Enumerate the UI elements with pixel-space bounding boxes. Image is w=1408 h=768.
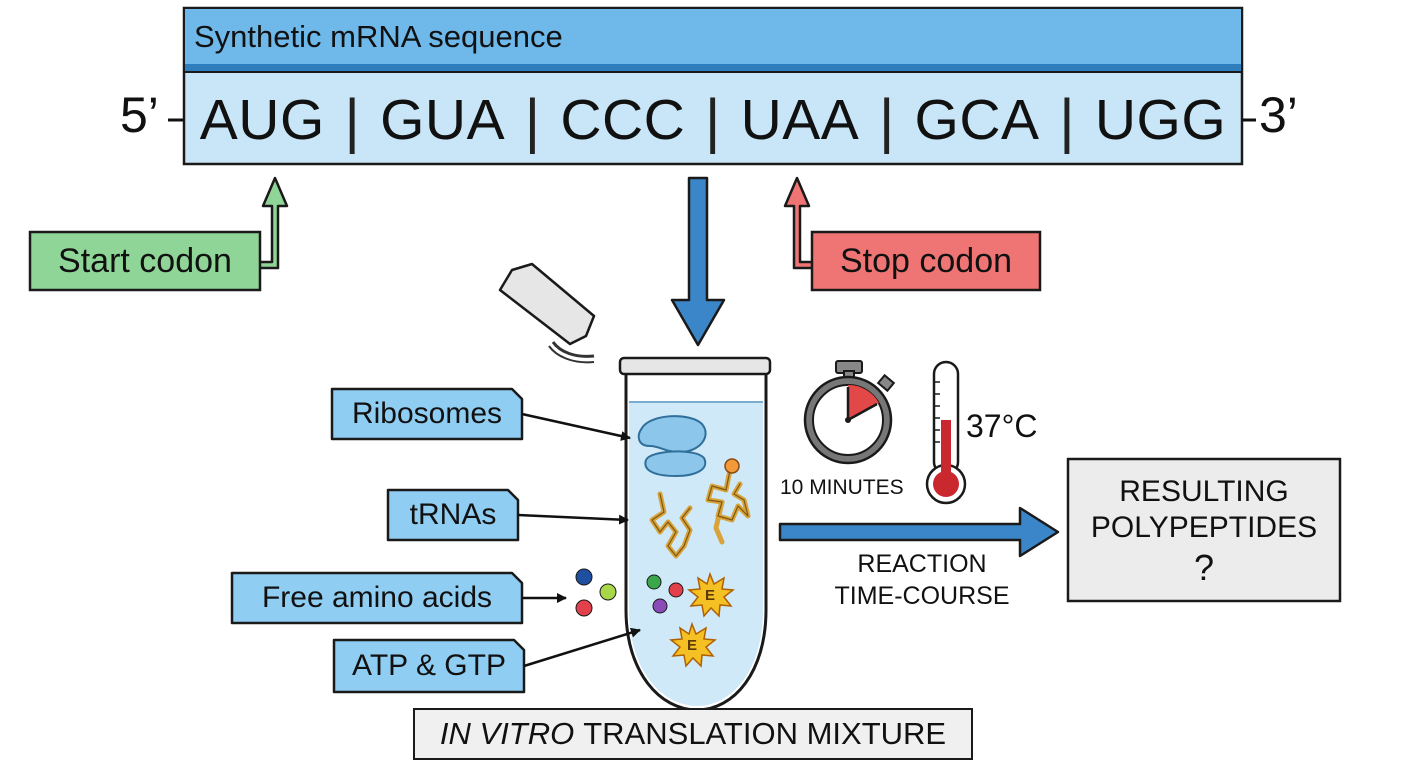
amino-acid-dot xyxy=(668,582,684,598)
result-box xyxy=(1066,457,1342,603)
start-codon-tag-box xyxy=(28,230,262,292)
three-prime-label: 3’ xyxy=(1259,87,1298,143)
codon-separator: | xyxy=(1059,86,1076,154)
reaction-label-line: REACTION xyxy=(857,550,987,578)
component-amino-acids-label: Free amino acids xyxy=(261,581,493,614)
enzyme-label: E xyxy=(687,637,698,654)
result-label: RESULTING POLYPEPTIDES ? xyxy=(1068,459,1340,601)
five-prime-label: 5’ xyxy=(120,87,159,143)
amino-acid-dot xyxy=(646,574,662,590)
codon: UAA xyxy=(740,88,860,152)
enzyme-icon xyxy=(687,571,735,618)
result-line: RESULTING xyxy=(1119,475,1289,508)
temperature-label: 37°C xyxy=(966,408,1038,444)
amino-acid-dot xyxy=(724,458,740,474)
codon: AUG xyxy=(199,88,325,152)
amino-acid-dot xyxy=(652,598,668,614)
result-question-mark: ? xyxy=(1193,547,1215,588)
mixture-label-rest: TRANSLATION MIXTURE xyxy=(583,716,947,751)
codon-row: AUG | GUA | CCC | UAA | GCA | UGG xyxy=(184,76,1242,164)
mixture-label-box xyxy=(413,708,973,760)
component-arrows xyxy=(517,412,641,668)
codon: GCA xyxy=(914,88,1040,152)
codon-separator: | xyxy=(704,86,722,154)
time-label: 10 MINUTES xyxy=(780,476,904,499)
reaction-label: REACTION TIME-COURSE xyxy=(812,548,1032,612)
amino-acid-dot xyxy=(575,568,593,586)
stop-codon-tag-box xyxy=(810,230,1042,292)
stop-codon-arrow xyxy=(783,176,816,270)
mixture-label: IN VITRO TRANSLATION MIXTURE xyxy=(414,709,972,759)
component-trnas-label: tRNAs xyxy=(409,498,497,531)
thermometer-icon xyxy=(925,360,967,505)
mrna-title: Synthetic mRNA sequence xyxy=(194,19,563,54)
codon: CCC xyxy=(560,88,686,152)
codon: UGG xyxy=(1094,88,1227,152)
mixture-label-italic: IN VITRO xyxy=(439,716,575,751)
component-ribosomes-label: Ribosomes xyxy=(351,397,503,430)
ribosome-icon xyxy=(637,415,707,478)
reaction-arrow xyxy=(778,506,1060,558)
result-line: POLYPEPTIDES xyxy=(1090,511,1318,544)
amino-acid-dot xyxy=(575,599,593,617)
trna-icon xyxy=(649,491,693,559)
component-atp-gtp-label: ATP & GTP xyxy=(352,649,506,682)
enzyme-icon xyxy=(669,621,717,668)
stop-codon-label: Stop codon xyxy=(839,241,1013,280)
mrna-to-tube-arrow xyxy=(670,176,726,347)
tube-lid xyxy=(498,262,596,364)
reaction-label-line: TIME-COURSE xyxy=(834,582,1010,610)
mrna-box xyxy=(182,6,1244,166)
start-codon-arrow xyxy=(256,176,289,270)
component-tags xyxy=(230,387,526,694)
amino-acid-dot xyxy=(599,583,617,601)
enzyme-label: E xyxy=(705,587,716,604)
codon-separator: | xyxy=(524,86,541,154)
start-codon-label: Start codon xyxy=(58,241,232,280)
codon-separator: | xyxy=(878,86,895,154)
trna-icon xyxy=(705,467,751,545)
codon-separator: | xyxy=(344,86,361,154)
stopwatch-icon xyxy=(803,360,896,465)
codon: GUA xyxy=(380,88,506,152)
